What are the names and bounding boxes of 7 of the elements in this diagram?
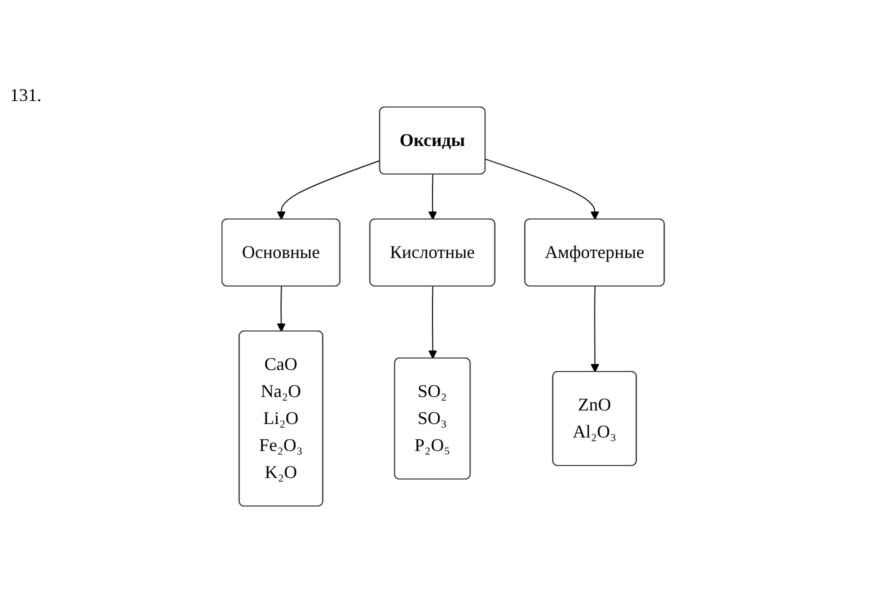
- arrow: [428, 286, 438, 358]
- arrow: [590, 286, 600, 372]
- arrow: [485, 158, 600, 220]
- arrow: [277, 286, 286, 332]
- exercise-number: 131.: [10, 85, 42, 106]
- arrow: [277, 160, 381, 220]
- arrow: [428, 174, 438, 220]
